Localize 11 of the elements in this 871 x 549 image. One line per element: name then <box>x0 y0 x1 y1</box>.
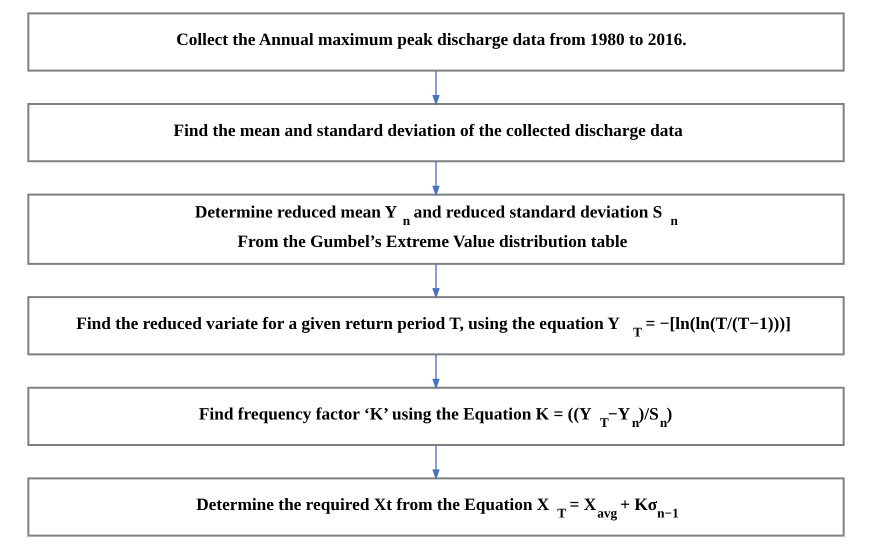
arrow <box>432 354 440 390</box>
node-box: Determine the required Xt from the Equation X$_{T}$ = X$_{avg}$ + Kσ$_{n−1}$ <box>26 477 844 537</box>
arrow <box>432 70 440 106</box>
node-box: Determine reduced mean Y$_{n}$ and reduced standard deviation S$_{n}$ From the Gumbel’s Extreme Value distribution table <box>26 194 844 265</box>
node-box: Find the reduced variate for a given return period T, using the equation Y$_{T}$ = −[ln(ln(T/(T−1)))] <box>26 296 844 356</box>
node-box: Find frequency factor ‘K’ using the Equation K = ((Y$_{T}$−Y$_{n}$)/S$_{n}$) <box>26 386 844 446</box>
node-box: Collect the Annual maximum peak discharge data from 1980 to 2016. <box>26 12 844 72</box>
arrow <box>432 162 440 196</box>
arrow <box>432 264 440 299</box>
node-box: Find the mean and standard deviation of the collected discharge data <box>26 102 844 162</box>
arrow <box>432 445 440 480</box>
